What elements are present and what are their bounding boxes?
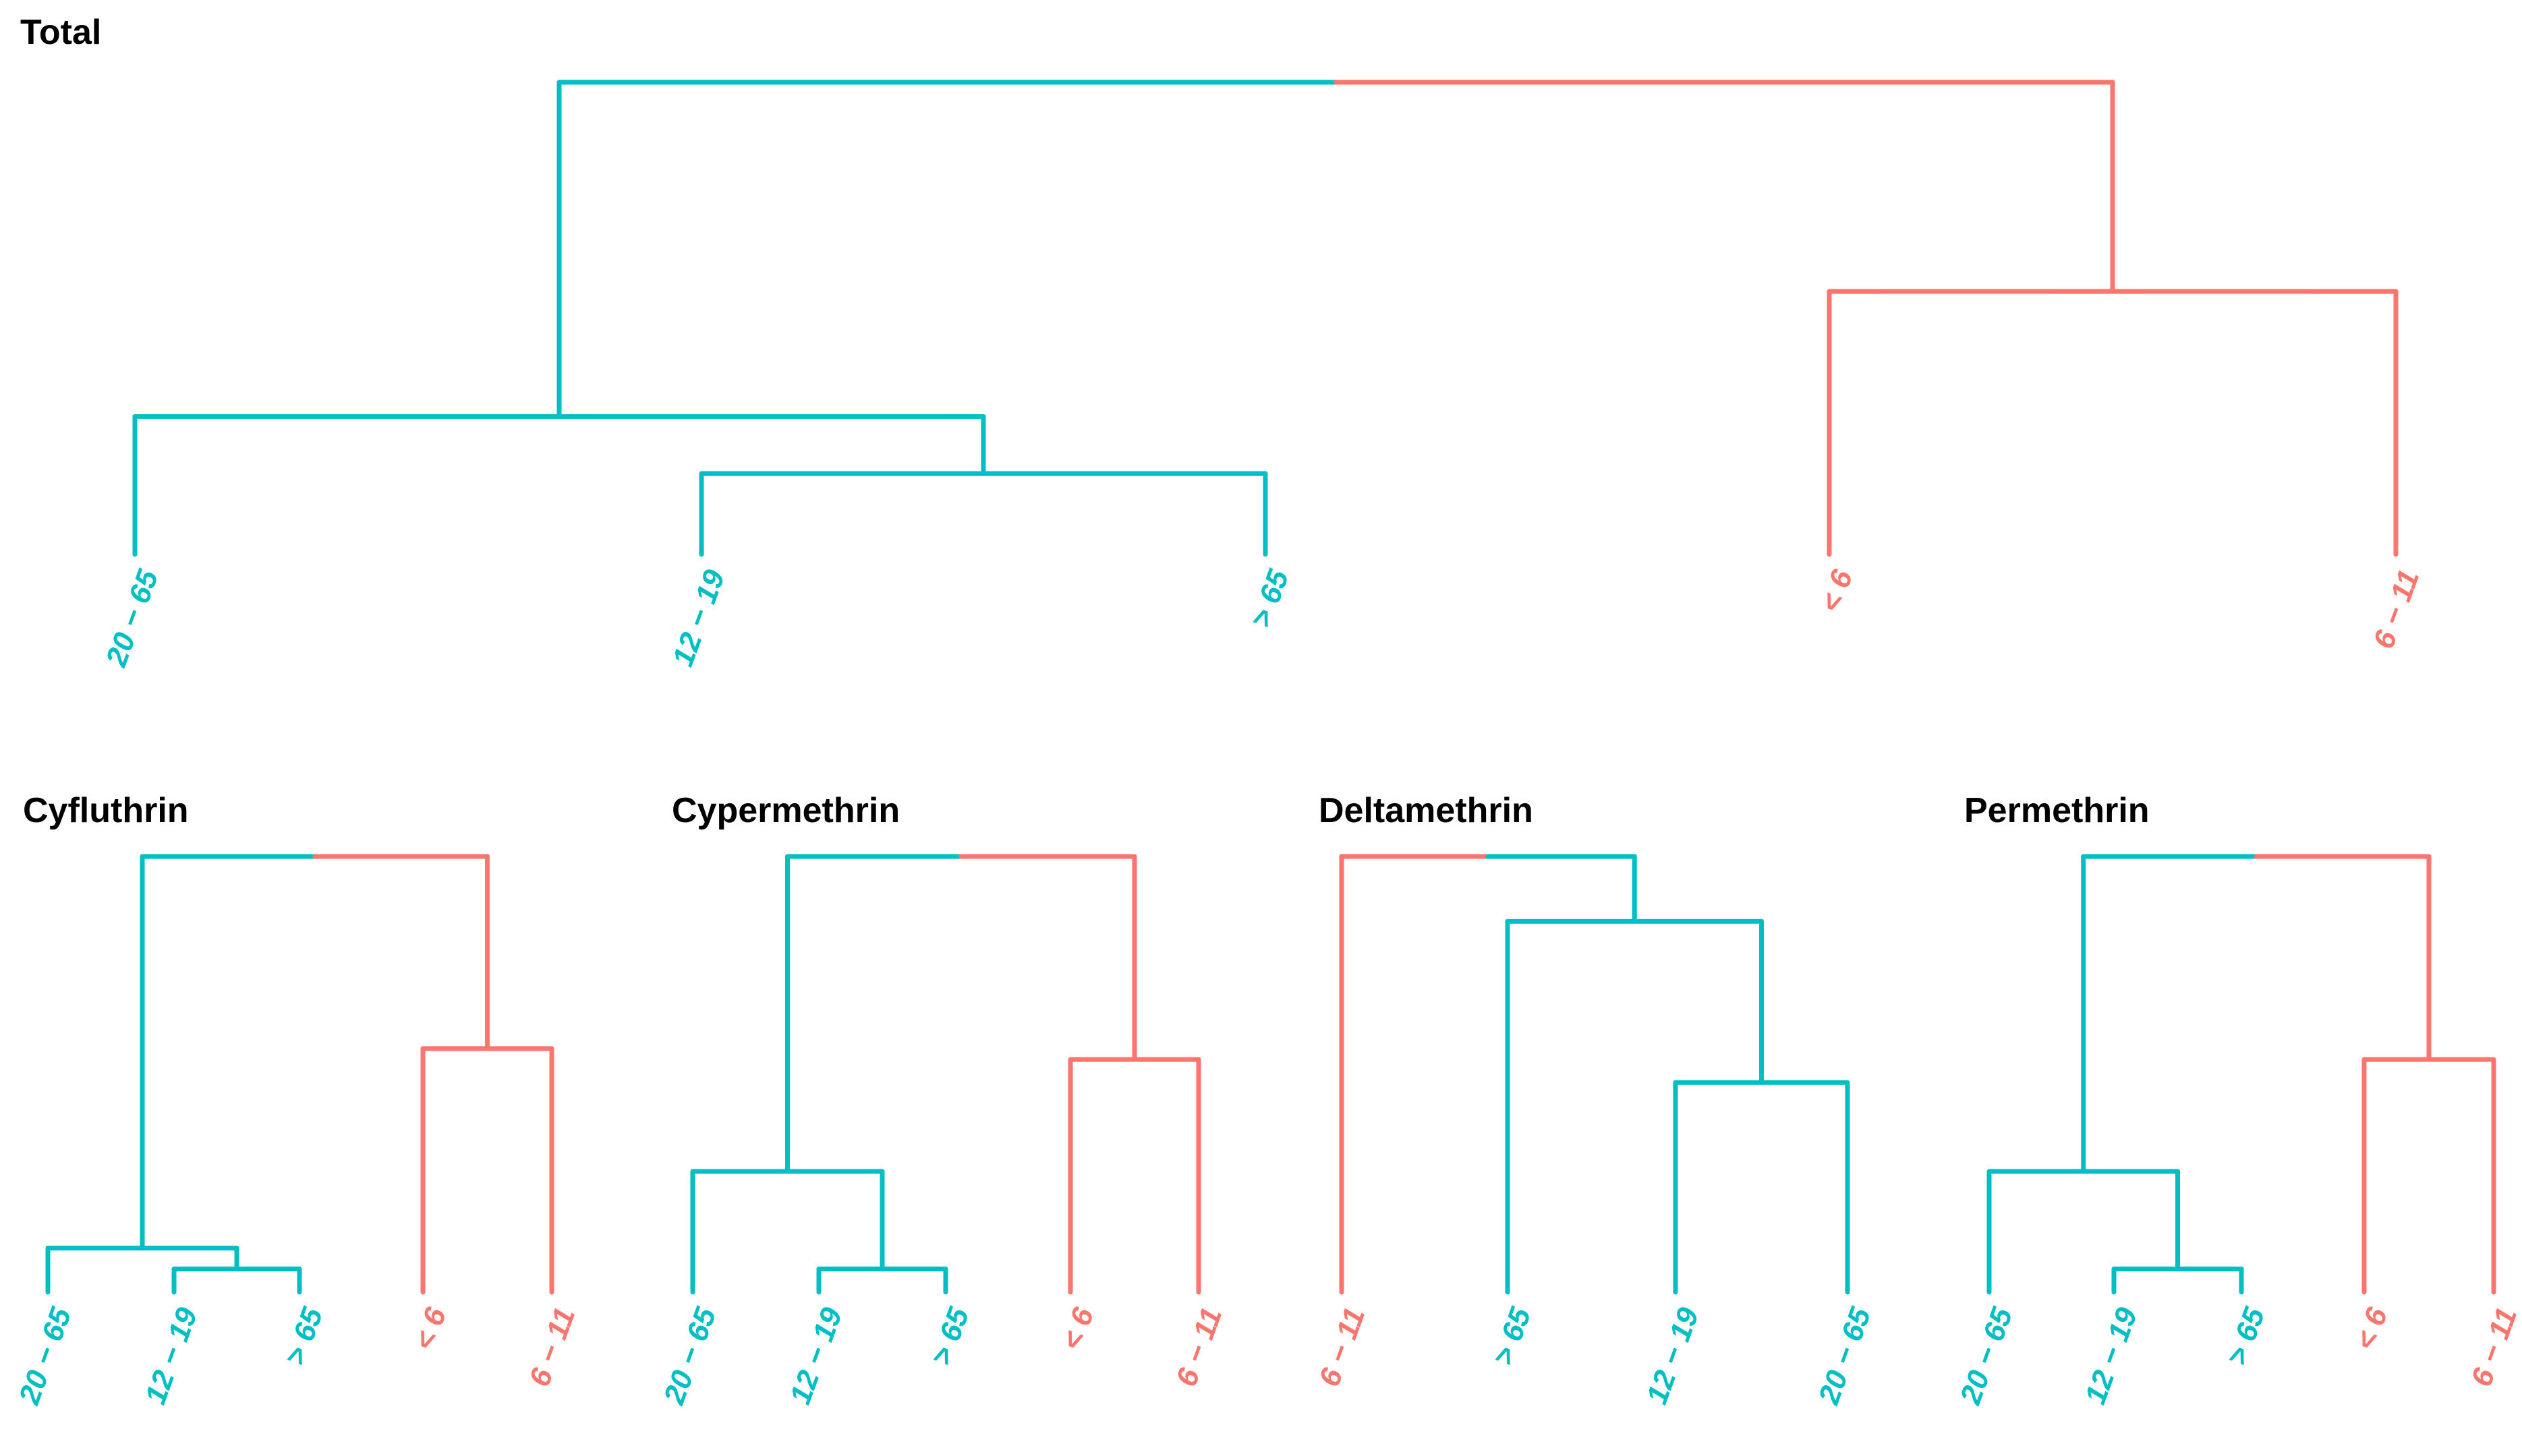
panel-title-cyfluthrin: Cyfluthrin — [23, 791, 189, 830]
leaf-label: < 6 — [1814, 565, 1860, 616]
leaf-label: < 6 — [407, 1303, 453, 1354]
panel-title-permethrin: Permethrin — [1964, 791, 2150, 830]
dendrogram-cyfluthrin: 20 − 65 12 − 19 > 65 < 6 6 − 11 — [12, 854, 581, 1409]
leaf-label: 20 − 65 — [99, 565, 165, 671]
leaf-label: 12 − 19 — [784, 1303, 849, 1408]
leaf-label: 12 − 19 — [139, 1303, 204, 1408]
leaf-label: 6 − 11 — [1170, 1304, 1228, 1391]
panel-title-total: Total — [20, 13, 102, 52]
panel-title-cypermethrin: Cypermethrin — [672, 791, 900, 830]
leaf-label: > 65 — [1487, 1303, 1538, 1370]
leaf-label: 12 − 19 — [2079, 1303, 2144, 1408]
leaf-label: 20 − 65 — [657, 1303, 722, 1409]
leaf-label: > 65 — [2220, 1303, 2272, 1370]
dendrogram-total: 20 − 65 12 − 19 > 65 < 6 6 − 11 — [99, 80, 2426, 671]
panel-title-deltamethrin: Deltamethrin — [1319, 791, 1533, 830]
dendrogram-permethrin: 20 − 65 12 − 19 > 65 < 6 6 − 11 — [1953, 854, 2522, 1409]
leaf-label: 6 − 11 — [1313, 1304, 1371, 1391]
leaf-label: < 6 — [2349, 1303, 2395, 1354]
leaf-label: 20 − 65 — [1812, 1303, 1877, 1409]
dendrogram-deltamethrin: 6 − 11 > 65 12 − 19 20 − 65 — [1313, 854, 1878, 1409]
leaf-label: 6 − 11 — [523, 1304, 581, 1391]
leaf-label: > 65 — [925, 1303, 976, 1370]
leaf-label: 6 − 11 — [2465, 1304, 2522, 1391]
leaf-label: > 65 — [279, 1303, 330, 1370]
leaf-label: 6 − 11 — [2367, 566, 2426, 653]
leaf-label: 12 − 19 — [666, 565, 732, 670]
leaf-label: > 65 — [1244, 565, 1296, 632]
leaf-label: 12 − 19 — [1640, 1303, 1706, 1408]
leaf-label: 20 − 65 — [12, 1303, 78, 1409]
dendrogram-cypermethrin: 20 − 65 12 − 19 > 65 < 6 6 − 11 — [657, 854, 1228, 1409]
leaf-label: < 6 — [1055, 1303, 1101, 1354]
leaf-label: 20 − 65 — [1953, 1303, 2019, 1409]
